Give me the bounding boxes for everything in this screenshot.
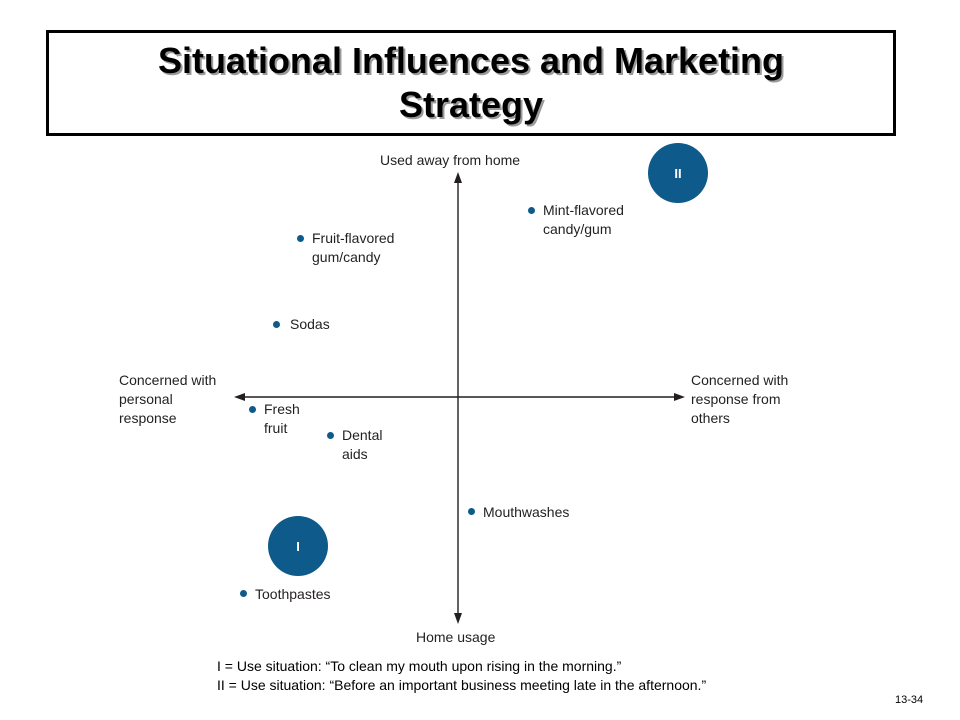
product-marker	[468, 508, 475, 515]
product-label-line: Mint-flavored	[543, 202, 624, 218]
arrow-down	[454, 613, 462, 624]
product-label-mint-candy: Mint-flavored candy/gum	[543, 201, 624, 239]
legend-line-ii: II = Use situation: “Before an important…	[217, 677, 707, 693]
product-label-line: candy/gum	[543, 221, 612, 237]
product-label-line: Mouthwashes	[483, 504, 570, 520]
product-label-mouthwashes: Mouthwashes	[483, 503, 569, 522]
axis-label-right-line: response from	[691, 391, 781, 407]
product-marker	[327, 432, 334, 439]
title-line-2: Strategy	[398, 84, 544, 125]
product-label-line: gum/candy	[312, 249, 381, 265]
axis-label-left: Concerned with personal response	[119, 371, 216, 428]
title-box: Situational Influences and Marketing Str…	[46, 30, 896, 136]
product-label-line: aids	[342, 446, 368, 462]
axis-label-right-line: Concerned with	[691, 372, 789, 388]
arrow-right	[674, 393, 685, 401]
product-marker	[297, 235, 304, 242]
axis-label-bottom: Home usage	[416, 629, 496, 645]
product-label-dental-aids: Dental aids	[342, 426, 382, 464]
slide-number: 13-34	[895, 694, 924, 706]
product-marker	[528, 207, 535, 214]
product-marker	[240, 590, 247, 597]
arrow-left	[234, 393, 245, 401]
product-label-sodas: Sodas	[290, 315, 330, 334]
title-line-1: Situational Influences and Marketing	[157, 40, 785, 81]
situation-badge-ii: II	[648, 143, 708, 203]
axis-label-left-line: response	[119, 410, 177, 426]
situation-badge-i: I	[268, 516, 328, 576]
axis-label-right: Concerned with response from others	[691, 371, 788, 428]
product-label-fruit-gum: Fruit-flavored gum/candy	[312, 229, 394, 267]
product-marker	[273, 321, 280, 328]
product-label-line: Dental	[342, 427, 383, 443]
product-label-line: Toothpastes	[255, 586, 331, 602]
product-label-line: fruit	[264, 420, 288, 436]
product-label-line: Fruit-flavored	[312, 230, 395, 246]
axis-label-left-line: Concerned with	[119, 372, 217, 388]
product-label-line: Fresh	[264, 401, 300, 417]
axis-label-left-line: personal	[119, 391, 173, 407]
arrow-up	[454, 172, 462, 183]
axis-label-right-line: others	[691, 410, 730, 426]
axis-label-top: Used away from home	[380, 152, 521, 168]
product-label-toothpastes: Toothpastes	[255, 585, 331, 604]
legend-line-i: I = Use situation: “To clean my mouth up…	[217, 658, 622, 674]
product-marker	[249, 406, 256, 413]
product-label-fresh-fruit: Fresh fruit	[264, 400, 300, 438]
product-label-line: Sodas	[290, 316, 330, 332]
